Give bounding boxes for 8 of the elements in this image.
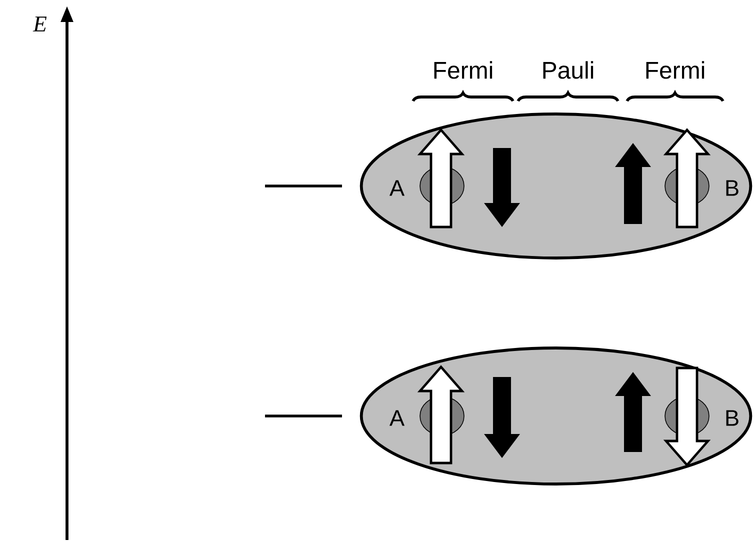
nucleus-label: A xyxy=(390,180,405,196)
nucleus-label: B xyxy=(726,410,738,426)
axis-label: E xyxy=(32,16,47,32)
interaction-label: Fermi xyxy=(646,61,704,79)
interaction-label: Fermi xyxy=(434,61,492,79)
nucleus-label: A xyxy=(390,410,405,426)
nucleus-label: B xyxy=(726,180,738,196)
interaction-label: Pauli xyxy=(543,61,594,79)
